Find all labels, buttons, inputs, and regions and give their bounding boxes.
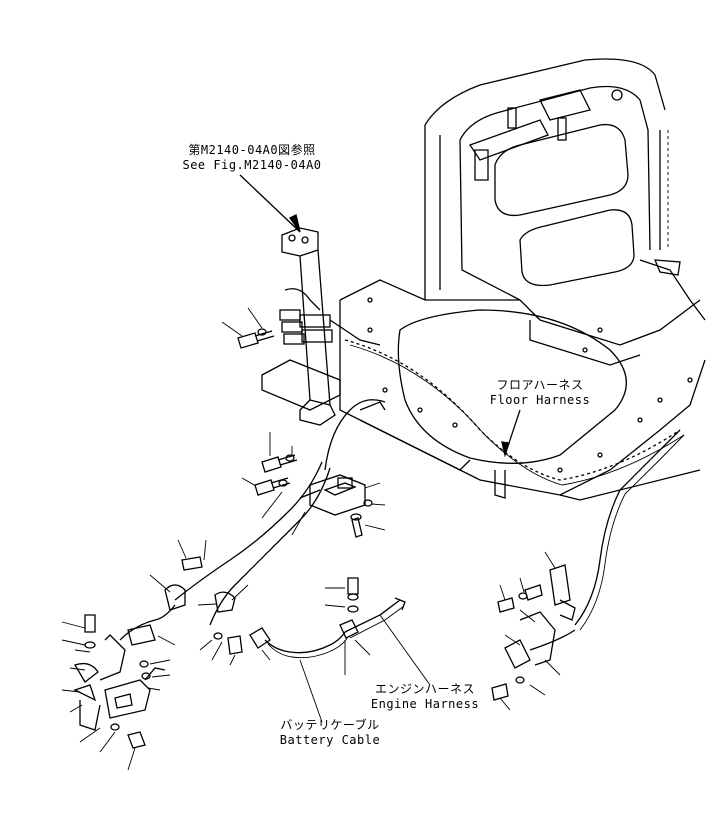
engine-harness-label-en: Engine Harness	[370, 697, 480, 711]
relay-block	[174, 399, 386, 626]
leader-lines	[239, 174, 521, 458]
vertical-bracket	[261, 227, 381, 426]
see-fig-label-en: See Fig.M2140-04A0	[182, 158, 322, 172]
engine-harness-label-jp: エンジンハーネス	[374, 682, 475, 696]
floor-harness-line	[344, 339, 685, 631]
battery-cable-label-en: Battery Cable	[279, 733, 381, 747]
floor-harness-label-en: Floor Harness	[489, 393, 591, 407]
engine-harness	[344, 597, 431, 686]
bolts	[61, 307, 386, 771]
floor-harness-label-jp: フロアハーネス	[496, 378, 584, 392]
right-bracket	[491, 551, 576, 711]
cab-body	[339, 58, 706, 501]
battery-cable	[249, 619, 371, 723]
battery-cable-label-jp: バッテリケーブル	[280, 718, 380, 732]
see-fig-label-jp: 第M2140-04A0図参照	[188, 143, 316, 157]
